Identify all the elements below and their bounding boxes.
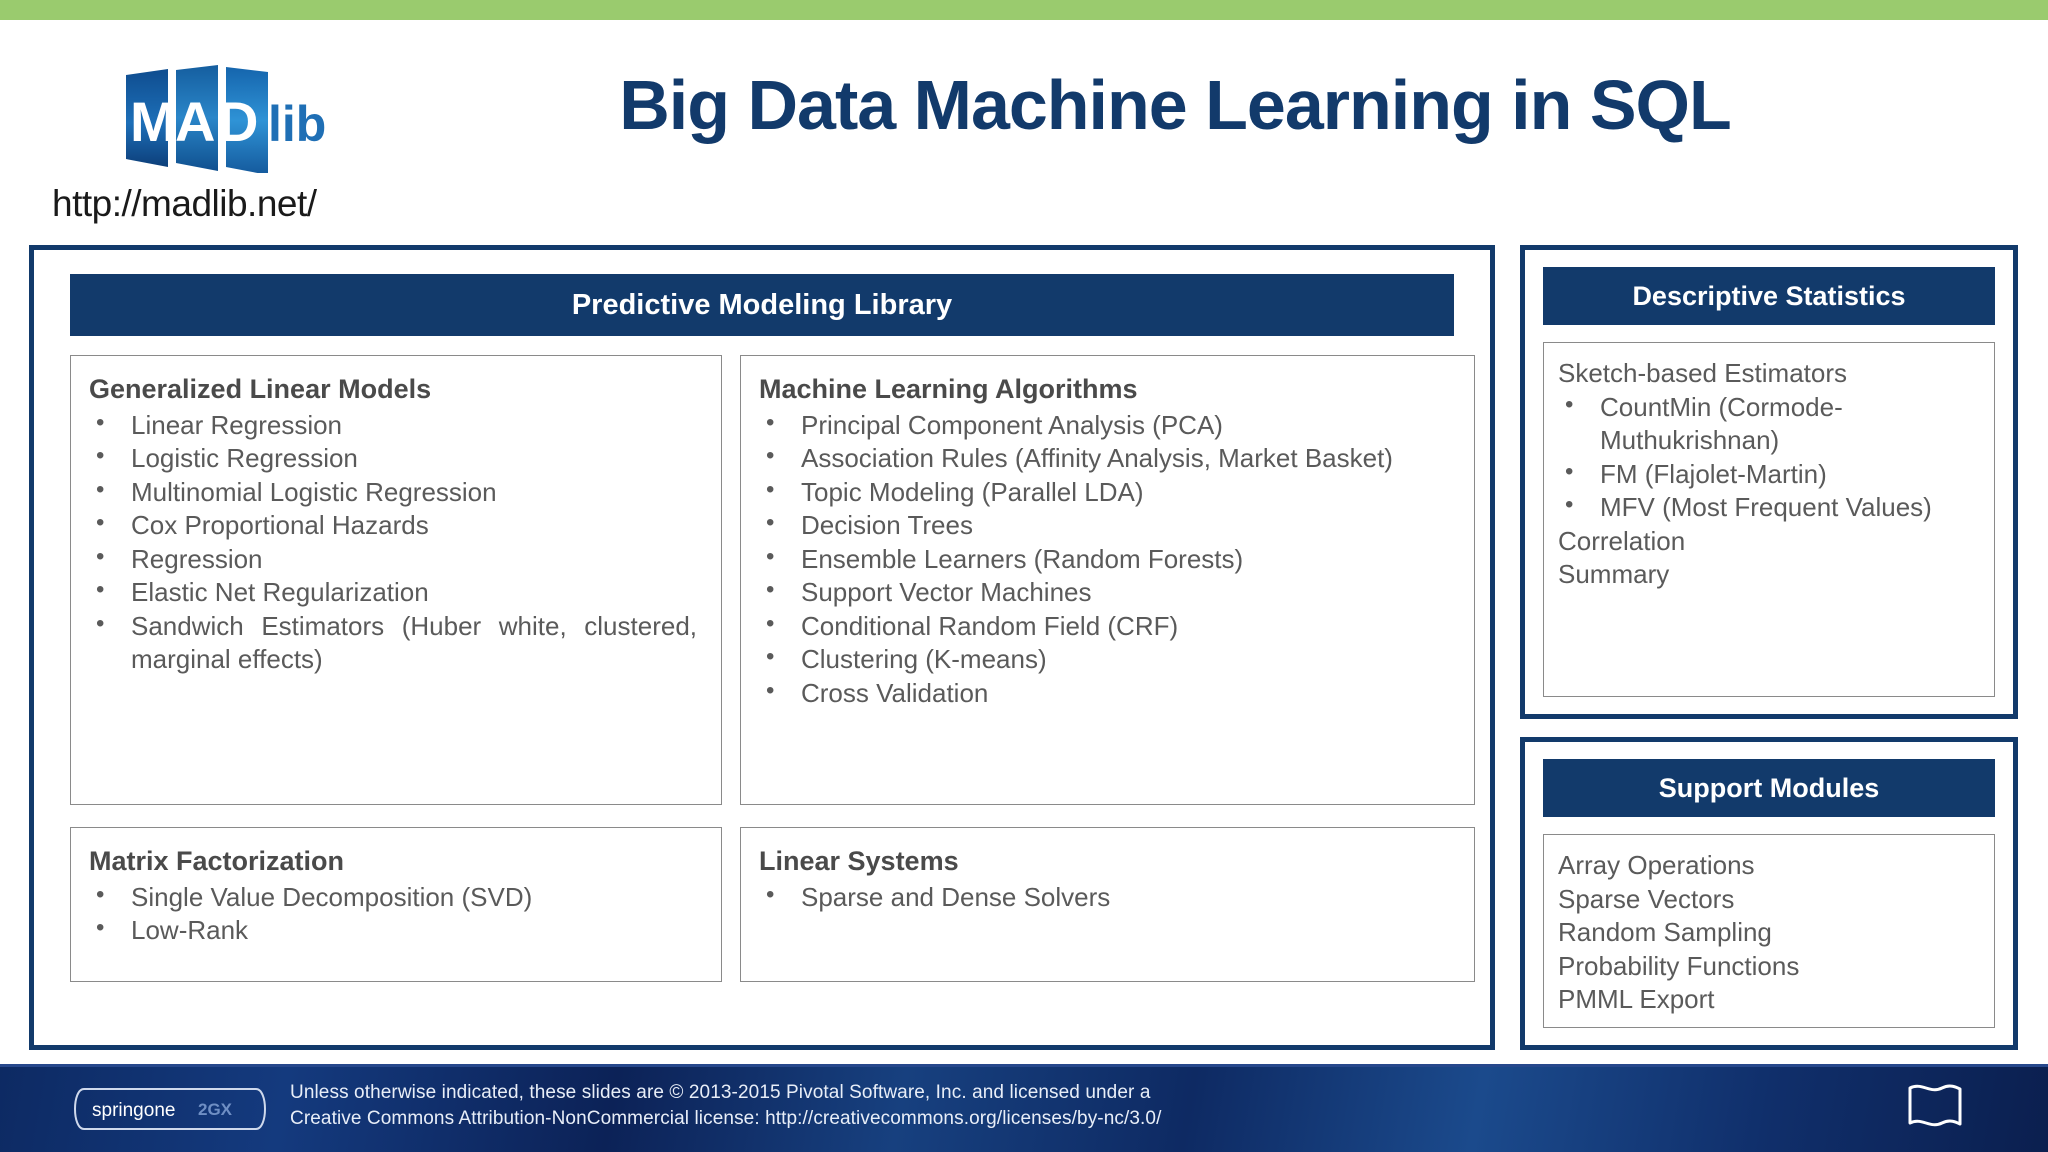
descriptive-statistics-body: Sketch-based Estimators CountMin (Cormod…: [1543, 342, 1995, 697]
support-modules-header: Support Modules: [1543, 759, 1995, 817]
list-item: Association Rules (Affinity Analysis, Ma…: [759, 441, 1456, 476]
slide-footer: springone 2GX Unless otherwise indicated…: [0, 1064, 2048, 1152]
predictive-modeling-header: Predictive Modeling Library: [70, 274, 1454, 336]
svg-text:M: M: [130, 90, 177, 153]
list-item: Clustering (K-means): [759, 642, 1456, 677]
list-item: Multinomial Logistic Regression: [89, 475, 703, 510]
list-item: Linear Regression: [89, 408, 703, 443]
list-item: Probability Functions: [1558, 950, 1800, 981]
descriptive-statistics-panel: Descriptive Statistics Sketch-based Esti…: [1520, 245, 2018, 719]
support-modules-body: Array Operations Sparse Vectors Random S…: [1543, 834, 1995, 1028]
list-item: Cox Proportional Hazards: [89, 508, 703, 543]
flag-icon: [1904, 1082, 1966, 1136]
madlib-url[interactable]: http://madlib.net/: [52, 183, 317, 224]
descriptive-statistics-header: Descriptive Statistics: [1543, 267, 1995, 325]
list-item: Conditional Random Field (CRF): [759, 609, 1456, 644]
svg-text:springone: springone: [92, 1100, 175, 1121]
glm-title: Generalized Linear Models: [89, 374, 432, 404]
footer-divider: [0, 1064, 2048, 1067]
list-item: Regression: [89, 542, 703, 577]
list-item: CountMin (Cormode-Muthukrishnan): [1558, 390, 1980, 458]
list-item: Sandwich Estimators (Huber white, cluste…: [89, 609, 703, 677]
springone-logo: springone 2GX: [70, 1083, 270, 1135]
matrix-factorization-title: Matrix Factorization: [89, 846, 345, 876]
ml-title: Machine Learning Algorithms: [759, 374, 1138, 404]
list-item: FM (Flajolet-Martin): [1558, 457, 1980, 492]
matrix-factorization-list: Single Value Decomposition (SVD) Low-Ran…: [89, 880, 703, 948]
list-item: Ensemble Learners (Random Forests): [759, 542, 1456, 577]
ml-list: Principal Component Analysis (PCA) Assoc…: [759, 408, 1456, 711]
list-item: Low-Rank: [89, 913, 703, 948]
svg-text:lib: lib: [268, 96, 326, 152]
svg-text:D: D: [218, 90, 258, 153]
list-item: Cross Validation: [759, 676, 1456, 711]
madlib-logo: M A D lib: [118, 63, 338, 173]
linear-systems-list: Sparse and Dense Solvers: [759, 880, 1456, 915]
top-accent-band: [0, 0, 2048, 20]
copyright-line-1: Unless otherwise indicated, these slides…: [290, 1082, 1151, 1103]
correlation-line: Correlation: [1558, 525, 1686, 556]
list-item: Logistic Regression: [89, 441, 703, 476]
list-item: Single Value Decomposition (SVD): [89, 880, 703, 915]
slide-header: M A D lib http://madlib.net/ Big Data Ma…: [0, 23, 2048, 228]
svg-text:2GX: 2GX: [198, 1100, 233, 1119]
support-modules-panel: Support Modules Array Operations Sparse …: [1520, 737, 2018, 1050]
page-title: Big Data Machine Learning in SQL: [619, 66, 1731, 144]
glm-list: Linear Regression Logistic Regression Mu…: [89, 408, 703, 677]
list-item: Elastic Net Regularization: [89, 575, 703, 610]
descriptive-statistics-list: CountMin (Cormode-Muthukrishnan) FM (Fla…: [1558, 390, 1980, 525]
summary-line: Summary: [1558, 559, 1670, 590]
list-item: Sparse Vectors: [1558, 883, 1735, 914]
list-item: Random Sampling: [1558, 917, 1772, 948]
list-item: Sparse and Dense Solvers: [759, 880, 1456, 915]
list-item: Array Operations: [1558, 850, 1755, 880]
svg-text:A: A: [175, 90, 215, 153]
linear-systems-box: Linear Systems Sparse and Dense Solvers: [740, 827, 1475, 982]
list-item: PMML Export: [1558, 984, 1715, 1015]
copyright-line-2: Creative Commons Attribution-NonCommerci…: [290, 1108, 1162, 1130]
top-band-edge: [0, 20, 2048, 23]
linear-systems-title: Linear Systems: [759, 846, 959, 876]
list-item: Principal Component Analysis (PCA): [759, 408, 1456, 443]
machine-learning-algorithms-box: Machine Learning Algorithms Principal Co…: [740, 355, 1475, 805]
list-item: MFV (Most Frequent Values): [1558, 490, 1980, 525]
matrix-factorization-box: Matrix Factorization Single Value Decomp…: [70, 827, 722, 982]
list-item: Topic Modeling (Parallel LDA): [759, 475, 1456, 510]
generalized-linear-models-box: Generalized Linear Models Linear Regress…: [70, 355, 722, 805]
right-column: Descriptive Statistics Sketch-based Esti…: [1520, 245, 2018, 1050]
sketch-estimators-lead: Sketch-based Estimators: [1558, 358, 1848, 388]
copyright-text: Unless otherwise indicated, these slides…: [290, 1080, 1740, 1132]
list-item: Support Vector Machines: [759, 575, 1456, 610]
predictive-modeling-panel: Predictive Modeling Library Generalized …: [29, 245, 1495, 1050]
list-item: Decision Trees: [759, 508, 1456, 543]
